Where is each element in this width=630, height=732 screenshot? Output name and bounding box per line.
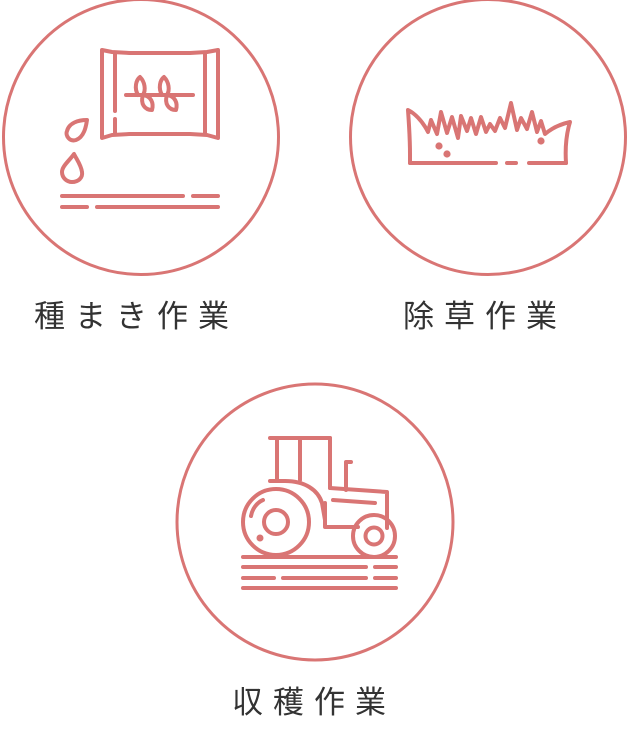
seeding-item[interactable] — [2, 0, 280, 276]
seeding-label-wrap[interactable]: 種まき作業 — [34, 302, 239, 333]
harvest-item[interactable] — [175, 382, 455, 662]
weeding-item[interactable] — [349, 0, 627, 276]
weeding-label-wrap[interactable]: 除草作業 — [403, 302, 567, 333]
grass-icon — [406, 101, 572, 165]
weeding-circle[interactable] — [349, 0, 627, 276]
weeding-label: 除草作業 — [403, 299, 567, 335]
seeding-label: 種まき作業 — [34, 299, 239, 335]
harvest-label: 収穫作業 — [232, 685, 396, 721]
seeding-circle[interactable] — [2, 0, 280, 276]
tractor-icon — [241, 436, 398, 590]
seed-bag-icon — [60, 48, 220, 209]
harvest-circle[interactable] — [175, 382, 455, 662]
harvest-label-wrap[interactable]: 収穫作業 — [232, 688, 396, 719]
